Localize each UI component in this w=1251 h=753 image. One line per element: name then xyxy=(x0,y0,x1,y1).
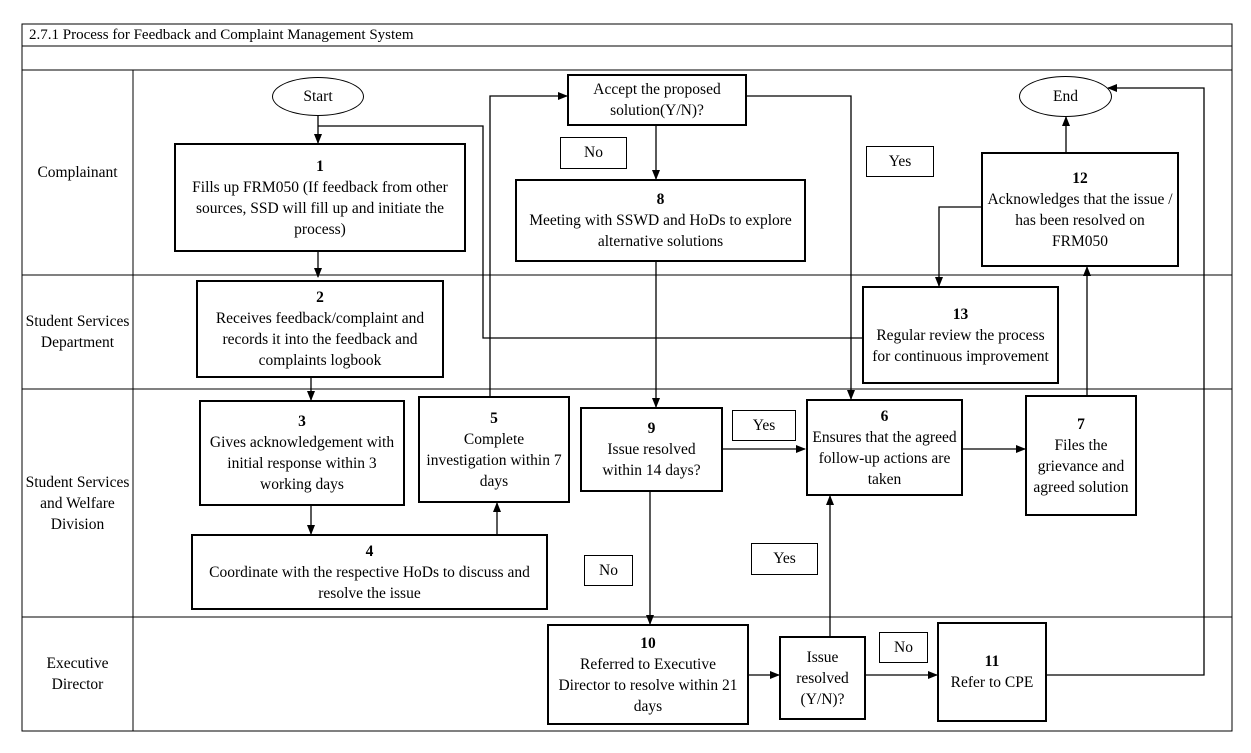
step-4-text: Coordinate with the respective HoDs to d… xyxy=(209,563,530,602)
connectors xyxy=(307,84,1205,679)
step-11-text: Refer to CPE xyxy=(950,674,1034,691)
end-terminal: End xyxy=(1019,76,1112,117)
step-12-number: 12 xyxy=(1072,169,1088,187)
ed-yes-label: Yes xyxy=(751,543,818,575)
step-6-number: 6 xyxy=(880,407,889,425)
step-3: 3 Gives acknowledgement with initial res… xyxy=(199,400,405,506)
step-10-text: Referred to Executive Director to resolv… xyxy=(558,655,738,715)
arrow-12-to-13 xyxy=(935,206,981,287)
step-13-text: Regular review the process for continuou… xyxy=(872,326,1049,365)
page-title: 2.7.1 Process for Feedback and Complaint… xyxy=(29,27,414,43)
step-1-text: Fills up FRM050 (If feedback from other … xyxy=(192,178,448,238)
step-2: 2 Receives feedback/complaint and record… xyxy=(196,280,444,378)
step-12-text: Acknowledges that the issue / has been r… xyxy=(987,190,1173,250)
step-9-no-label: No xyxy=(584,555,633,586)
arrow-5-to-accept xyxy=(489,92,568,396)
table-grid xyxy=(21,23,1233,732)
accept-solution-text: Accept the proposed solution(Y/N)? xyxy=(593,81,721,119)
step-8-number: 8 xyxy=(656,191,665,208)
step-4-number: 4 xyxy=(365,542,374,560)
step-11-number: 11 xyxy=(984,653,1000,670)
step-6-text: Ensures that the agreed follow-up action… xyxy=(812,428,957,488)
step-7-number: 7 xyxy=(1077,415,1085,433)
step-8: 8 Meeting with SSWD and HoDs to explore … xyxy=(515,179,806,262)
step-10-number: 10 xyxy=(640,634,656,652)
ed-resolved-text: Issue resolved (Y/N)? xyxy=(796,648,849,708)
step-6: 6 Ensures that the agreed follow-up acti… xyxy=(806,399,963,496)
step-1-number: 1 xyxy=(316,157,324,175)
start-terminal: Start xyxy=(272,77,364,116)
step-1: 1 Fills up FRM050 (If feedback from othe… xyxy=(174,143,466,252)
step-5-text: Complete investigation within 7 days xyxy=(426,430,562,490)
step-9: 9 Issue resolved within 14 days? xyxy=(580,407,723,492)
step-13-number: 13 xyxy=(952,305,969,323)
lane-complainant: Complainant xyxy=(37,164,118,181)
lane-student-services-department: Student Services Department xyxy=(25,313,130,351)
accept-solution-decision: Accept the proposed solution(Y/N)? xyxy=(567,74,747,126)
step-5: 5 Complete investigation within 7 days xyxy=(418,396,570,503)
step-4: 4 Coordinate with the respective HoDs to… xyxy=(191,534,548,610)
step-5-number: 5 xyxy=(490,409,498,427)
arrow-11-to-end xyxy=(1047,84,1205,676)
step-3-number: 3 xyxy=(298,413,306,430)
step-11: 11 Refer to CPE xyxy=(937,622,1047,722)
step-2-text: Receives feedback/complaint and records … xyxy=(215,310,425,369)
lane-student-services-welfare-division: Student Services and Welfare Division xyxy=(25,473,130,533)
step-13: 13 Regular review the process for contin… xyxy=(862,286,1059,384)
step-12: 12 Acknowledges that the issue / has bee… xyxy=(981,152,1179,267)
step-10: 10 Referred to Executive Director to res… xyxy=(547,624,749,725)
accept-yes-label: Yes xyxy=(866,146,934,177)
step-9-number: 9 xyxy=(647,420,656,437)
ed-resolved-decision: Issue resolved (Y/N)? xyxy=(779,636,866,720)
step-8-text: Meeting with SSWD and HoDs to explore al… xyxy=(529,212,792,250)
line-start-to-13 xyxy=(318,125,862,339)
step-9-text: Issue resolved within 14 days? xyxy=(602,441,701,479)
accept-no-label: No xyxy=(560,137,627,169)
step-3-text: Gives acknowledgement with initial respo… xyxy=(209,434,395,493)
step-9-yes-label: Yes xyxy=(732,410,796,441)
step-7: 7 Files the grievance and agreed solutio… xyxy=(1025,395,1137,516)
step-2-number: 2 xyxy=(316,289,324,306)
ed-no-label: No xyxy=(879,632,928,663)
step-7-text: Files the grievance and agreed solution xyxy=(1033,436,1129,496)
arrow-accept-yes-to-6 xyxy=(747,95,855,400)
lane-executive-director: Executive Director xyxy=(46,655,109,693)
